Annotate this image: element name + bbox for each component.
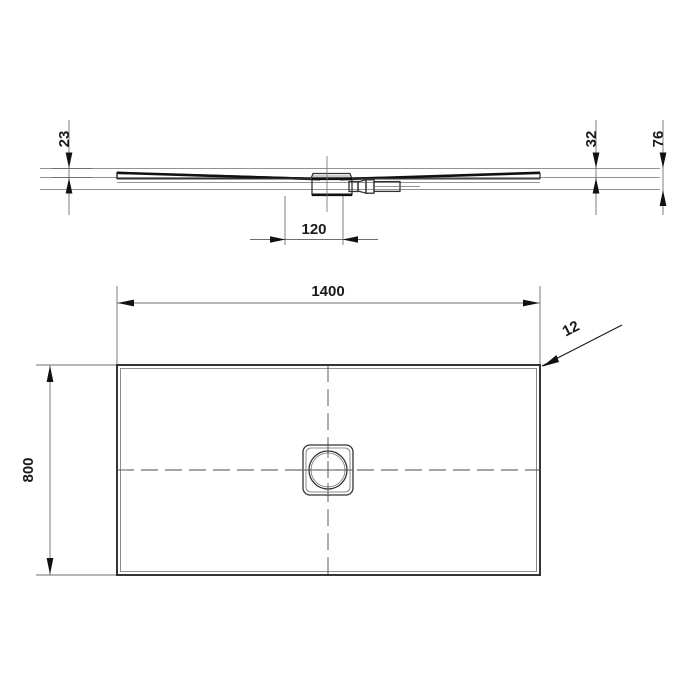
dimension-label-23: 23 [56, 131, 73, 148]
tray-body-section [116, 171, 541, 183]
waste-trap-assembly [310, 172, 420, 197]
dimension-waste-outlet-width: 120 [250, 196, 378, 245]
dimension-label-1400: 1400 [311, 283, 344, 300]
dimension-tray-width: 800 [20, 364, 125, 576]
dimension-waste-body-height: 32 [583, 120, 600, 215]
dimension-edge-thickness: 12 [541, 318, 623, 367]
dimension-label-32: 32 [583, 131, 600, 148]
dimension-label-800: 800 [20, 457, 37, 482]
dimension-overall-assembly-height: 76 [650, 120, 667, 215]
dimension-label-12: 12 [560, 318, 583, 341]
dimension-tray-length: 1400 [117, 283, 540, 307]
dimension-tray-thickness: 23 [52, 120, 92, 215]
dimension-label-120: 120 [301, 221, 326, 238]
top-plan-view: 1400 800 [20, 283, 623, 576]
dimension-label-76: 76 [650, 131, 667, 148]
side-elevation-section-view: 23 120 32 7 [40, 120, 667, 245]
